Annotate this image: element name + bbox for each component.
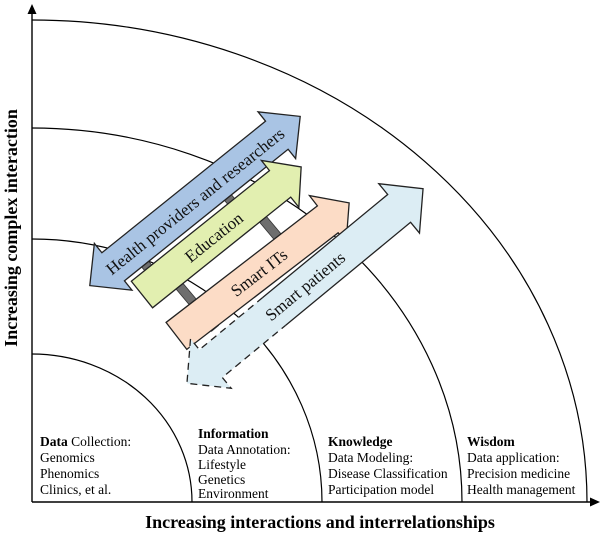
arrow-shape (165, 194, 350, 351)
stage-data-title: Data (40, 434, 68, 449)
arc-wisdom (31, 19, 588, 503)
arrow-shape (186, 183, 424, 389)
stage-knowledge-line: Data Modeling: (328, 450, 413, 465)
stage-information-line: Data Annotation: (198, 442, 291, 457)
stage-wisdom-line: Health management (467, 482, 576, 497)
arc-data (31, 353, 193, 503)
arc-information (31, 238, 323, 503)
x-axis-arrowhead (590, 497, 600, 507)
stage-knowledge-title: Knowledge (328, 434, 393, 449)
stage-wisdom-title: Wisdom (467, 434, 516, 449)
stage-data: Data Collection: Genomics Phenomics Clin… (40, 434, 131, 497)
stage-data-line: Clinics, et al. (40, 482, 111, 497)
stage-wisdom-line: Precision medicine (467, 466, 570, 481)
axes (27, 4, 600, 507)
arrow-shape (130, 159, 302, 309)
y-axis-title: Increasing complex interaction (1, 109, 21, 347)
stage-data-line: Phenomics (40, 466, 99, 481)
stage-information: Information Data Annotation: Lifestyle G… (198, 426, 291, 501)
stage-information-line: Lifestyle (198, 457, 246, 472)
stage-information-title: Information (198, 426, 269, 441)
y-axis-arrowhead (27, 4, 37, 14)
stage-knowledge: Knowledge Data Modeling: Disease Classif… (328, 434, 448, 497)
stage-knowledge-line: Participation model (328, 482, 434, 497)
arrow-solid-outline (262, 182, 424, 326)
stage-information-line: Environment (198, 486, 269, 501)
stage-information-line: Genetics (198, 472, 245, 487)
stage-wisdom: Wisdom Data application: Precision medic… (467, 434, 576, 497)
stage-wisdom-line: Data application: (467, 450, 560, 465)
stage-data-heading: Data Collection: (40, 434, 131, 449)
stage-data-line: Genomics (40, 450, 95, 465)
arrow-shape (89, 111, 301, 291)
stage-knowledge-line: Disease Classification (328, 466, 448, 481)
stage-data-title-suffix: Collection: (68, 434, 131, 449)
x-axis-title: Increasing interactions and interrelatio… (145, 512, 495, 532)
